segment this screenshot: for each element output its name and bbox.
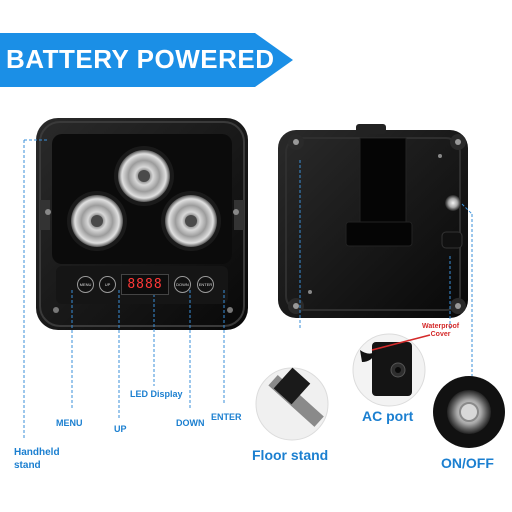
enter-label: ENTER [211, 412, 242, 422]
handheld-stand-label: Handheld stand [14, 447, 60, 471]
up-button[interactable]: UP [99, 276, 116, 293]
down-button[interactable]: DOWN [174, 276, 191, 293]
led-lens-left [67, 191, 127, 251]
floor-stand-inset [255, 367, 329, 441]
up-label: UP [114, 424, 127, 434]
banner-arrow-shape [0, 33, 293, 87]
on-off-label: ON/OFF [441, 455, 494, 471]
led-display: 8888 [121, 274, 169, 295]
battery-powered-banner: BATTERY POWERED [0, 33, 295, 87]
down-label: DOWN [176, 418, 205, 428]
led-lens-right [161, 191, 221, 251]
floor-stand-label: Floor stand [252, 447, 329, 463]
menu-button[interactable]: MENU [77, 276, 94, 293]
callout-lines [23, 139, 473, 440]
rear-view-unit [278, 124, 468, 318]
banner-title: BATTERY POWERED [6, 44, 275, 74]
enter-button[interactable]: ENTER [197, 276, 214, 293]
led-lens-top [114, 146, 174, 206]
led-display-label: LED Display [130, 389, 183, 399]
menu-label: MENU [56, 418, 83, 428]
ac-port-label: AC port [362, 408, 414, 424]
waterproof-cover-label: Waterproof Cover [422, 323, 460, 338]
ac-port-inset [352, 333, 431, 407]
on-off-inset [433, 376, 505, 448]
